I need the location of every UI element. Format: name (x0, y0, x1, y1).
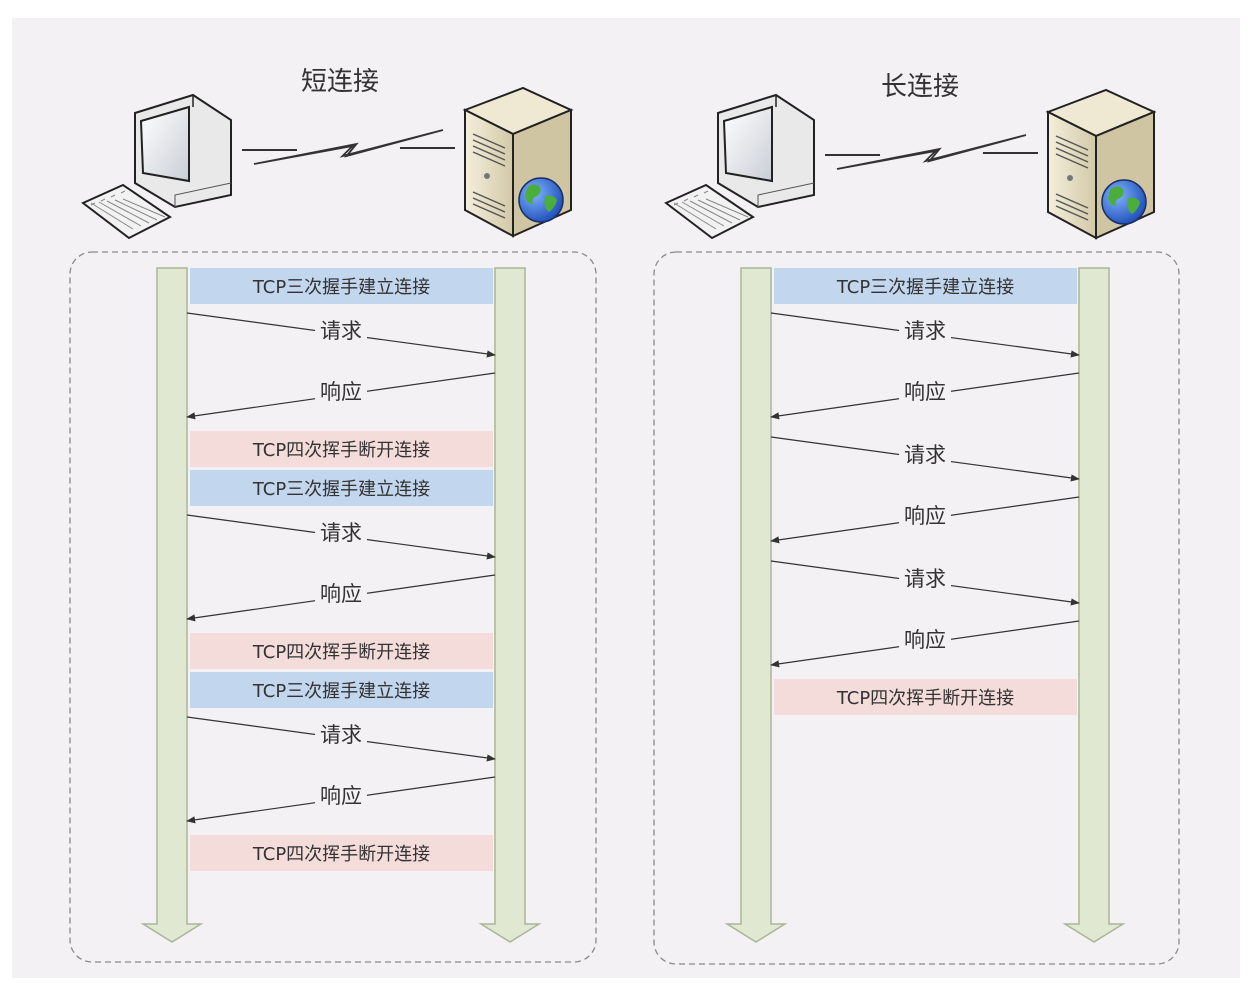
request-arrow: 请求 (186, 716, 496, 762)
arrow-label-bg (315, 722, 367, 746)
request-arrow: 请求 (770, 560, 1080, 606)
band-label: TCP三次握手建立连接 (252, 681, 430, 702)
response-label: 响应 (904, 628, 946, 652)
arrow-label-bg (315, 379, 367, 403)
response-label: 响应 (320, 784, 362, 808)
client-lifeline (140, 267, 204, 943)
handshake-band: TCP三次握手建立连接 (190, 470, 493, 506)
arrow-label-bg (899, 442, 951, 466)
response-arrow: 响应 (770, 496, 1080, 544)
arrow-label-bg (315, 520, 367, 544)
lightning-link-icon (242, 129, 455, 165)
request-arrow: 请求 (770, 312, 1080, 358)
band-background (190, 835, 493, 871)
band-background (190, 633, 493, 669)
request-arrow: 请求 (186, 514, 496, 560)
band-label: TCP四次挥手断开连接 (252, 844, 430, 865)
response-label: 响应 (320, 582, 362, 606)
teardown-band: TCP四次挥手断开连接 (190, 633, 493, 669)
lightning-bolt (253, 129, 444, 165)
request-label: 请求 (904, 567, 946, 591)
band-label: TCP四次挥手断开连接 (836, 688, 1014, 709)
band-background (774, 679, 1077, 715)
band-background (774, 268, 1077, 304)
band-background (190, 672, 493, 708)
dashed-frame (69, 251, 597, 963)
client-lifeline (724, 267, 788, 943)
band-label: TCP三次握手建立连接 (252, 479, 430, 500)
teardown-band: TCP四次挥手断开连接 (774, 679, 1077, 715)
band-label: TCP四次挥手断开连接 (252, 440, 430, 461)
arrow-label-bg (899, 318, 951, 342)
response-arrow: 响应 (186, 372, 496, 420)
arrow-label-bg (899, 379, 951, 403)
server-lifeline (478, 267, 542, 943)
handshake-band: TCP三次握手建立连接 (190, 268, 493, 304)
arrow-label-bg (315, 783, 367, 807)
teardown-band: TCP四次挥手断开连接 (190, 835, 493, 871)
arrow-label-bg (315, 581, 367, 605)
arrow-label-bg (899, 627, 951, 651)
request-label: 请求 (320, 723, 362, 747)
panel-title: 短连接 (301, 67, 379, 97)
request-arrow: 请求 (186, 312, 496, 358)
response-label: 响应 (904, 380, 946, 404)
panel-title: 长连接 (881, 72, 959, 102)
web-server-icon (462, 86, 574, 238)
request-label: 请求 (904, 319, 946, 343)
response-arrow: 响应 (186, 776, 496, 824)
teardown-band: TCP四次挥手断开连接 (190, 431, 493, 467)
lightning-link-icon (825, 134, 1038, 170)
response-arrow: 响应 (770, 372, 1080, 420)
desktop-computer-icon (81, 93, 232, 240)
band-background (190, 470, 493, 506)
handshake-band: TCP三次握手建立连接 (190, 672, 493, 708)
handshake-band: TCP三次握手建立连接 (774, 268, 1077, 304)
band-label: TCP三次握手建立连接 (836, 277, 1014, 298)
band-label: TCP三次握手建立连接 (252, 277, 430, 298)
server-lifeline (1062, 267, 1126, 943)
lightning-bolt (836, 134, 1027, 170)
request-label: 请求 (320, 521, 362, 545)
arrow-label-bg (899, 503, 951, 527)
request-arrow: 请求 (770, 436, 1080, 482)
request-label: 请求 (904, 443, 946, 467)
monitor-screen (139, 105, 190, 183)
band-background (190, 268, 493, 304)
response-arrow: 响应 (770, 620, 1080, 668)
monitor-screen (722, 105, 773, 183)
request-label: 请求 (320, 319, 362, 343)
web-server-icon (1045, 88, 1157, 240)
band-background (190, 431, 493, 467)
dashed-frame (653, 251, 1180, 965)
panel-short-connection: 短连接TCP三次握手建立连接请求响应TCP四次挥手断开连接TCP三次握手建立连接… (69, 67, 597, 963)
desktop-computer-icon (664, 93, 815, 240)
response-label: 响应 (904, 504, 946, 528)
band-label: TCP四次挥手断开连接 (252, 642, 430, 663)
arrow-label-bg (899, 566, 951, 590)
response-arrow: 响应 (186, 574, 496, 622)
arrow-label-bg (315, 318, 367, 342)
response-label: 响应 (320, 380, 362, 404)
